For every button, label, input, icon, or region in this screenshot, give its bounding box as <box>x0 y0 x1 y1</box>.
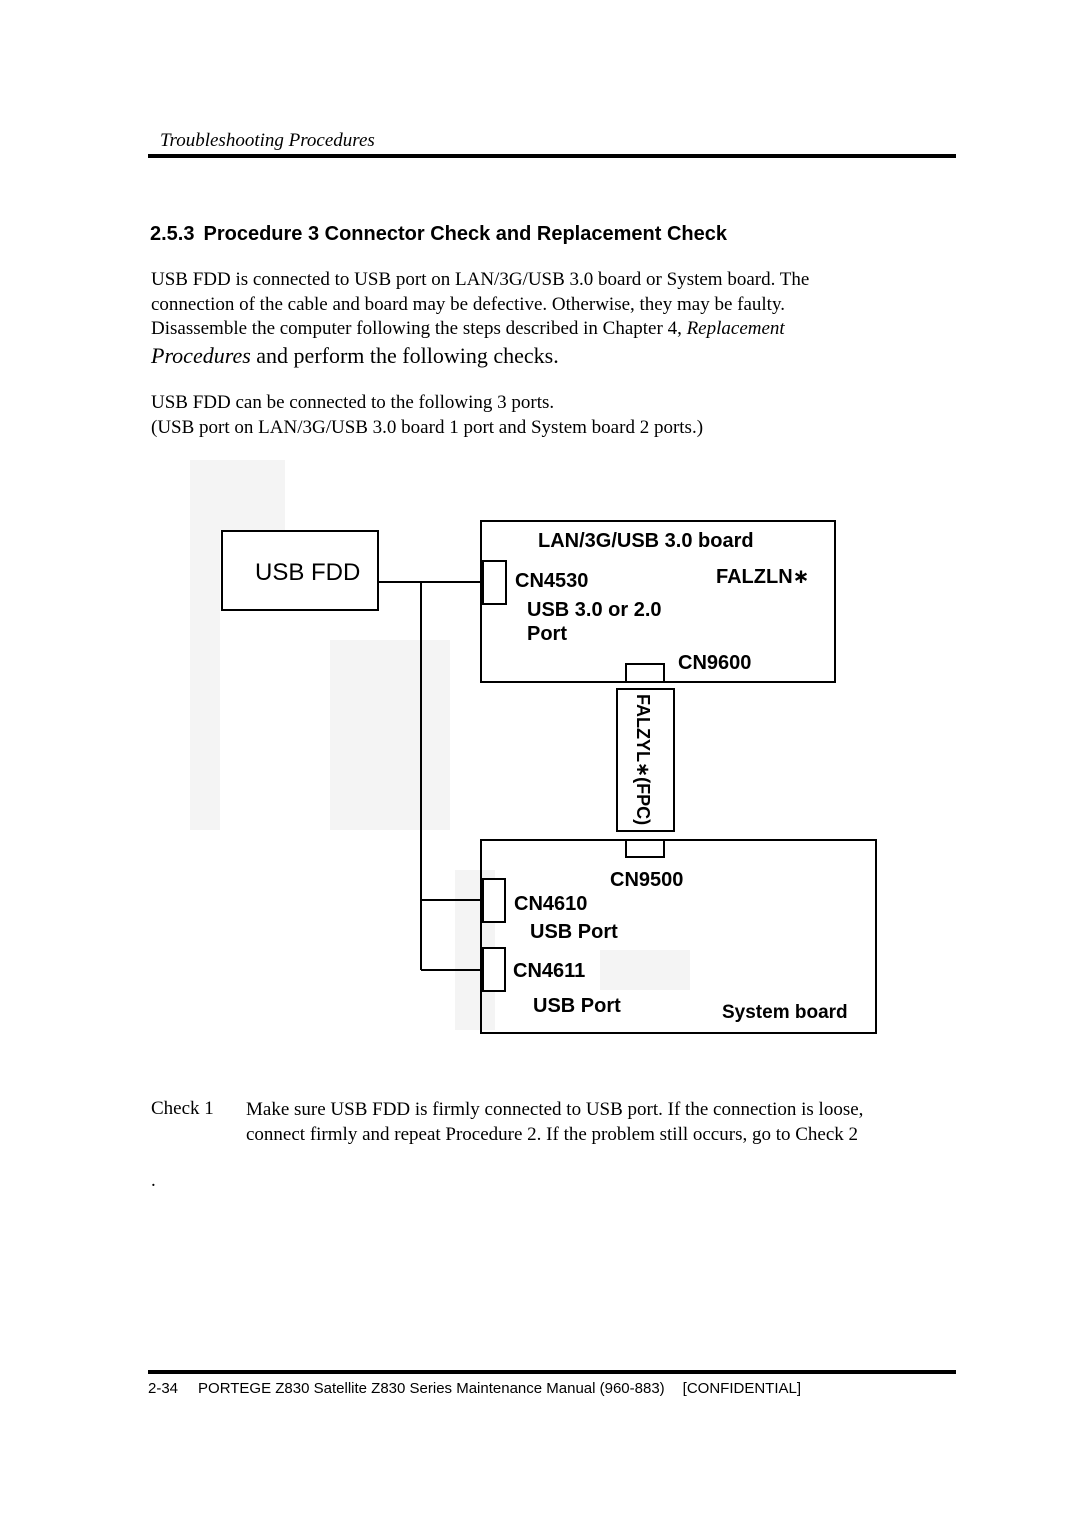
footer-rule <box>148 1370 956 1374</box>
cable-lines <box>378 581 483 971</box>
fpc-cable <box>616 688 675 832</box>
para1-line3: Disassemble the computer following the s… <box>151 317 809 342</box>
para2-line2: (USB port on LAN/3G/USB 3.0 board 1 port… <box>151 416 704 438</box>
section-heading: 2.5.3 Procedure 3 Connector Check and Rep… <box>150 223 727 246</box>
cn4530-label: CN4530 <box>515 570 588 592</box>
system-board <box>480 839 877 1034</box>
usb30-port-label-2: Port <box>527 623 567 645</box>
usb30-port-label: USB 3.0 or 2.0 <box>527 599 662 621</box>
connection-diagram: USB FDD LAN/3G/USB 3.0 board CN4530 FALZ… <box>190 460 877 1034</box>
usb-port-1-label: USB Port <box>530 921 618 943</box>
chapter-reference-part1: Replacement <box>686 318 785 339</box>
chapter-reference-part2: Procedures <box>151 342 251 368</box>
section-number: 2.5.3 <box>150 223 195 245</box>
confidential-label: [CONFIDENTIAL] <box>682 1380 802 1397</box>
para1-line2: connection of the cable and board may be… <box>151 293 785 315</box>
section-title: Procedure 3 Connector Check and Replacem… <box>203 223 727 245</box>
system-board-label: System board <box>722 1002 848 1023</box>
usb-port-2-label: USB Port <box>533 995 621 1017</box>
cn4530-connector <box>482 560 507 605</box>
para1-line3-text: Disassemble the computer following the s… <box>151 318 687 339</box>
usb-fdd-label: USB FDD <box>255 559 360 586</box>
cn9500-connector <box>625 839 665 858</box>
intro-paragraph: USB FDD is connected to USB port on LAN/… <box>151 268 809 368</box>
cn4611-connector <box>482 947 506 992</box>
cn9500-label: CN9500 <box>610 869 683 891</box>
check1-label: Check 1 <box>151 1098 214 1119</box>
cn9600-connector <box>625 663 665 683</box>
para1-line1: USB FDD is connected to USB port on LAN/… <box>151 269 810 290</box>
cn9600-label: CN9600 <box>678 652 751 674</box>
cn4610-connector <box>482 878 506 923</box>
check1-line2: connect firmly and repeat Procedure 2. I… <box>246 1123 859 1145</box>
stray-period: . <box>151 1170 156 1191</box>
manual-title: PORTEGE Z830 Satellite Z830 Series Maint… <box>198 1380 665 1397</box>
page-number: 2-34 <box>148 1380 179 1397</box>
running-header: Troubleshooting Procedures <box>160 130 375 151</box>
fpc-cable-label: FALZYL∗(FPC) <box>633 694 653 825</box>
cn4610-label: CN4610 <box>514 893 587 915</box>
ports-paragraph: USB FDD can be connected to the followin… <box>151 391 703 440</box>
cn4611-label: CN4611 <box>513 960 585 982</box>
para2-line1: USB FDD can be connected to the followin… <box>151 392 555 413</box>
lan-board-title: LAN/3G/USB 3.0 board <box>538 530 754 552</box>
usb-fdd-box <box>221 530 379 611</box>
check1-text: Make sure USB FDD is firmly connected to… <box>246 1098 863 1147</box>
para1-line4: Procedures and perform the following che… <box>151 342 809 369</box>
header-rule <box>148 154 956 158</box>
page-footer: 2-34 PORTEGE Z830 Satellite Z830 Series M… <box>148 1380 801 1397</box>
para1-line4-text: and perform the following checks. <box>250 342 559 368</box>
check1-line1: Make sure USB FDD is firmly connected to… <box>246 1099 864 1120</box>
falzln-label: FALZLN∗ <box>716 566 809 588</box>
